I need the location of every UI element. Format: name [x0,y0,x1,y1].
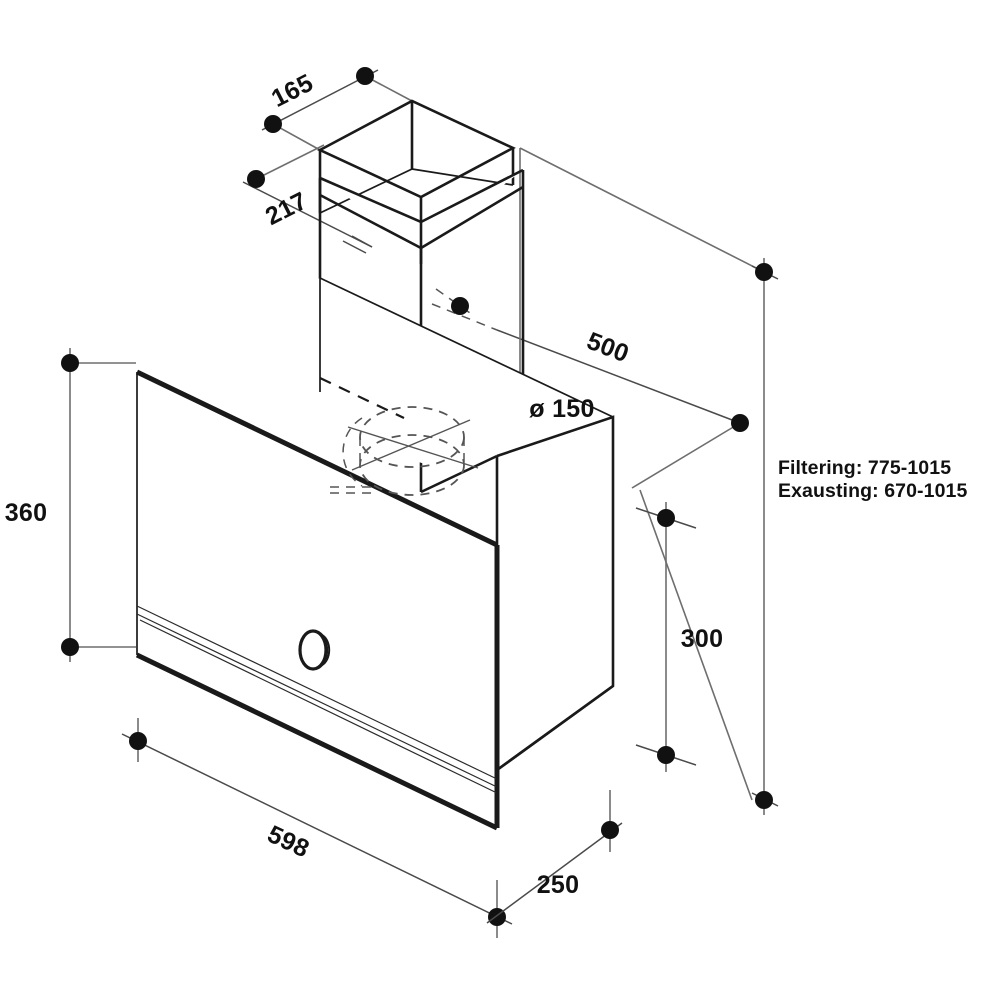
dim-endpoint-dot [601,821,619,839]
duct-side-arc [342,417,363,487]
dimension-165 [261,67,413,151]
dim-endpoint-dot [657,746,675,764]
hood-body [135,277,615,831]
dim-endpoint-dot [657,509,675,527]
label-500: 500 [583,327,633,368]
dimension-250 [486,790,623,924]
dim-endpoint-dot [247,170,265,188]
dim-endpoint-dot [129,732,147,750]
dim-endpoint-dot [264,115,282,133]
dimension-overall-height [639,258,779,815]
dim-endpoint-dot [61,638,79,656]
label-duct-diameter: ø 150 [529,395,594,423]
dim-endpoint-dot [61,354,79,372]
label-165: 165 [267,69,318,113]
note-filtering: Filtering: 775-1015 [778,457,951,479]
duct-outlet-hidden-circle [319,377,479,496]
dim-endpoint-dot [755,791,773,809]
dimension-300 [635,502,697,772]
dimension-network [61,67,779,938]
control-knob[interactable] [298,629,331,671]
duct-bottom-ellipse [359,434,465,496]
label-217: 217 [261,187,312,231]
label-250: 250 [537,871,580,899]
dimension-360 [61,348,136,662]
dimension-500 [431,147,765,489]
dimension-217 [242,144,373,254]
dim-endpoint-dot [451,297,469,315]
height-range-note: Filtering: 775-1015 Exausting: 670-1015 [778,457,967,502]
note-exausting: Exausting: 670-1015 [778,480,967,502]
dim-endpoint-dot [356,67,374,85]
label-360: 360 [5,499,48,527]
dim-endpoint-dot [755,263,773,281]
label-598: 598 [263,820,313,863]
dimension-598 [121,718,513,938]
label-300: 300 [681,625,724,653]
dim-endpoint-dot [731,414,749,432]
